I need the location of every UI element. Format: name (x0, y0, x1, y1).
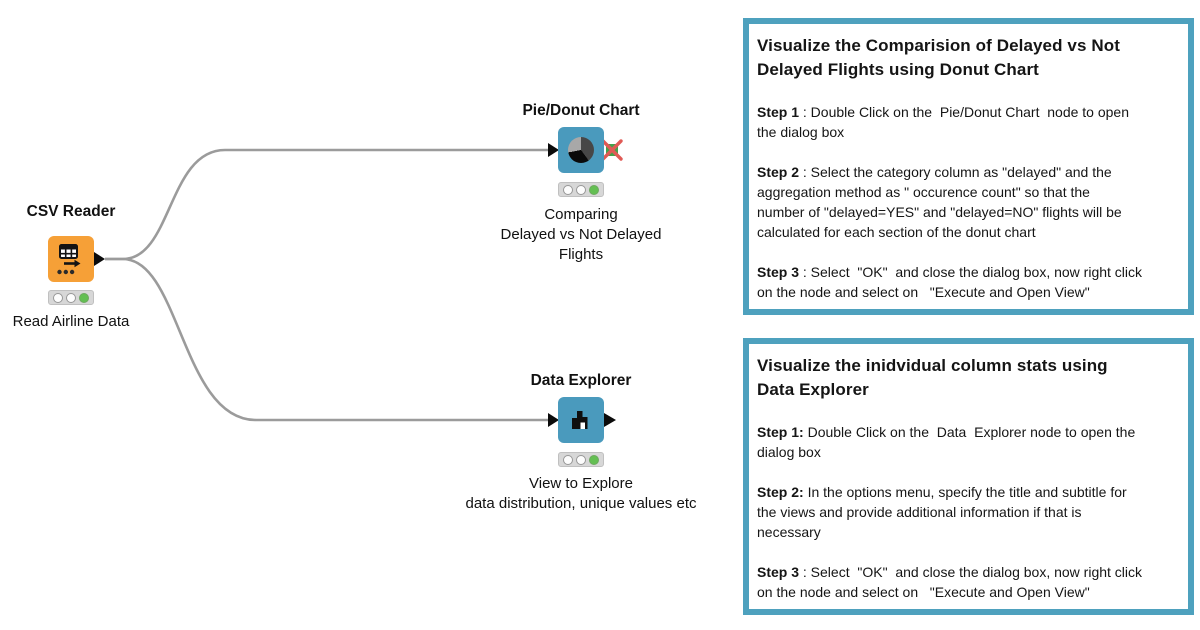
annotation-step-3: Step 3 : Select "OK" and close the dialo… (757, 562, 1184, 602)
status-light-green (589, 454, 599, 465)
node-comment-pie-donut-chart: Comparing Delayed vs Not Delayed Flights (500, 206, 662, 263)
step-text: : Select "OK" and close the dialog box, … (757, 264, 1143, 300)
step-label: Step 3 (757, 564, 800, 580)
annotation-step-3: Step 3 : Select "OK" and close the dialo… (757, 262, 1184, 302)
csv-output-port[interactable] (94, 252, 105, 266)
step-label: Step 2 (757, 164, 800, 180)
node-comment-data-explorer: View to Explore data distribution, uniqu… (465, 475, 697, 512)
node-pie-donut-chart[interactable] (558, 127, 604, 173)
status-light-yellow (66, 292, 76, 303)
status-light-red (53, 292, 63, 303)
step-text: In the options menu, specify the title a… (757, 484, 1127, 540)
explorer-input-port[interactable] (548, 413, 559, 427)
csv-table-icon (57, 244, 81, 275)
step-label: Step 2: (757, 484, 804, 500)
annotation-title: Visualize the Comparision of Delayed vs … (757, 36, 1120, 79)
step-label: Step 1: (757, 424, 804, 440)
explorer-status-traffic-light (558, 452, 604, 467)
pie-chart-icon (568, 137, 594, 163)
pie-input-port[interactable] (548, 143, 559, 157)
workflow-annotation-data-explorer[interactable]: Visualize the inidvidual column stats us… (743, 338, 1194, 615)
node-name-data-explorer: Data Explorer (530, 372, 632, 389)
status-light-red (563, 454, 573, 465)
node-data-explorer[interactable] (558, 397, 604, 443)
annotation-title: Visualize the inidvidual column stats us… (757, 356, 1108, 399)
csv-status-traffic-light (48, 290, 94, 305)
status-light-green (79, 292, 89, 303)
status-light-yellow (576, 454, 586, 465)
explorer-output-port[interactable] (604, 413, 616, 427)
step-text: : Select "OK" and close the dialog box, … (757, 564, 1143, 600)
annotation-step-2: Step 2 : Select the category column as "… (757, 162, 1184, 242)
connection-csv-to-pie[interactable] (105, 148, 548, 261)
pie-status-traffic-light (558, 182, 604, 197)
step-label: Step 3 (757, 264, 800, 280)
status-light-red (563, 184, 573, 195)
annotation-step-1: Step 1: Double Click on the Data Explore… (757, 422, 1184, 462)
status-light-green (589, 184, 599, 195)
step-label: Step 1 (757, 104, 800, 120)
status-light-yellow (576, 184, 586, 195)
workflow-annotation-donut-chart[interactable]: Visualize the Comparision of Delayed vs … (743, 18, 1194, 315)
step-text: : Select the category column as "delayed… (757, 164, 1122, 240)
node-comment-csv-reader: Read Airline Data (12, 313, 130, 330)
pie-image-port-disabled-icon[interactable] (601, 139, 623, 161)
connection-csv-to-explorer[interactable] (105, 257, 548, 422)
node-csv-reader[interactable] (48, 236, 94, 282)
node-name-csv-reader: CSV Reader (26, 203, 116, 220)
annotation-step-1: Step 1 : Double Click on the Pie/Donut C… (757, 102, 1184, 142)
node-name-pie-donut-chart: Pie/Donut Chart (522, 102, 640, 119)
histogram-icon (572, 411, 588, 429)
step-text: : Double Click on the Pie/Donut Chart no… (757, 104, 1129, 140)
annotation-step-2: Step 2: In the options menu, specify the… (757, 482, 1184, 542)
step-text: Double Click on the Data Explorer node t… (757, 424, 1136, 460)
